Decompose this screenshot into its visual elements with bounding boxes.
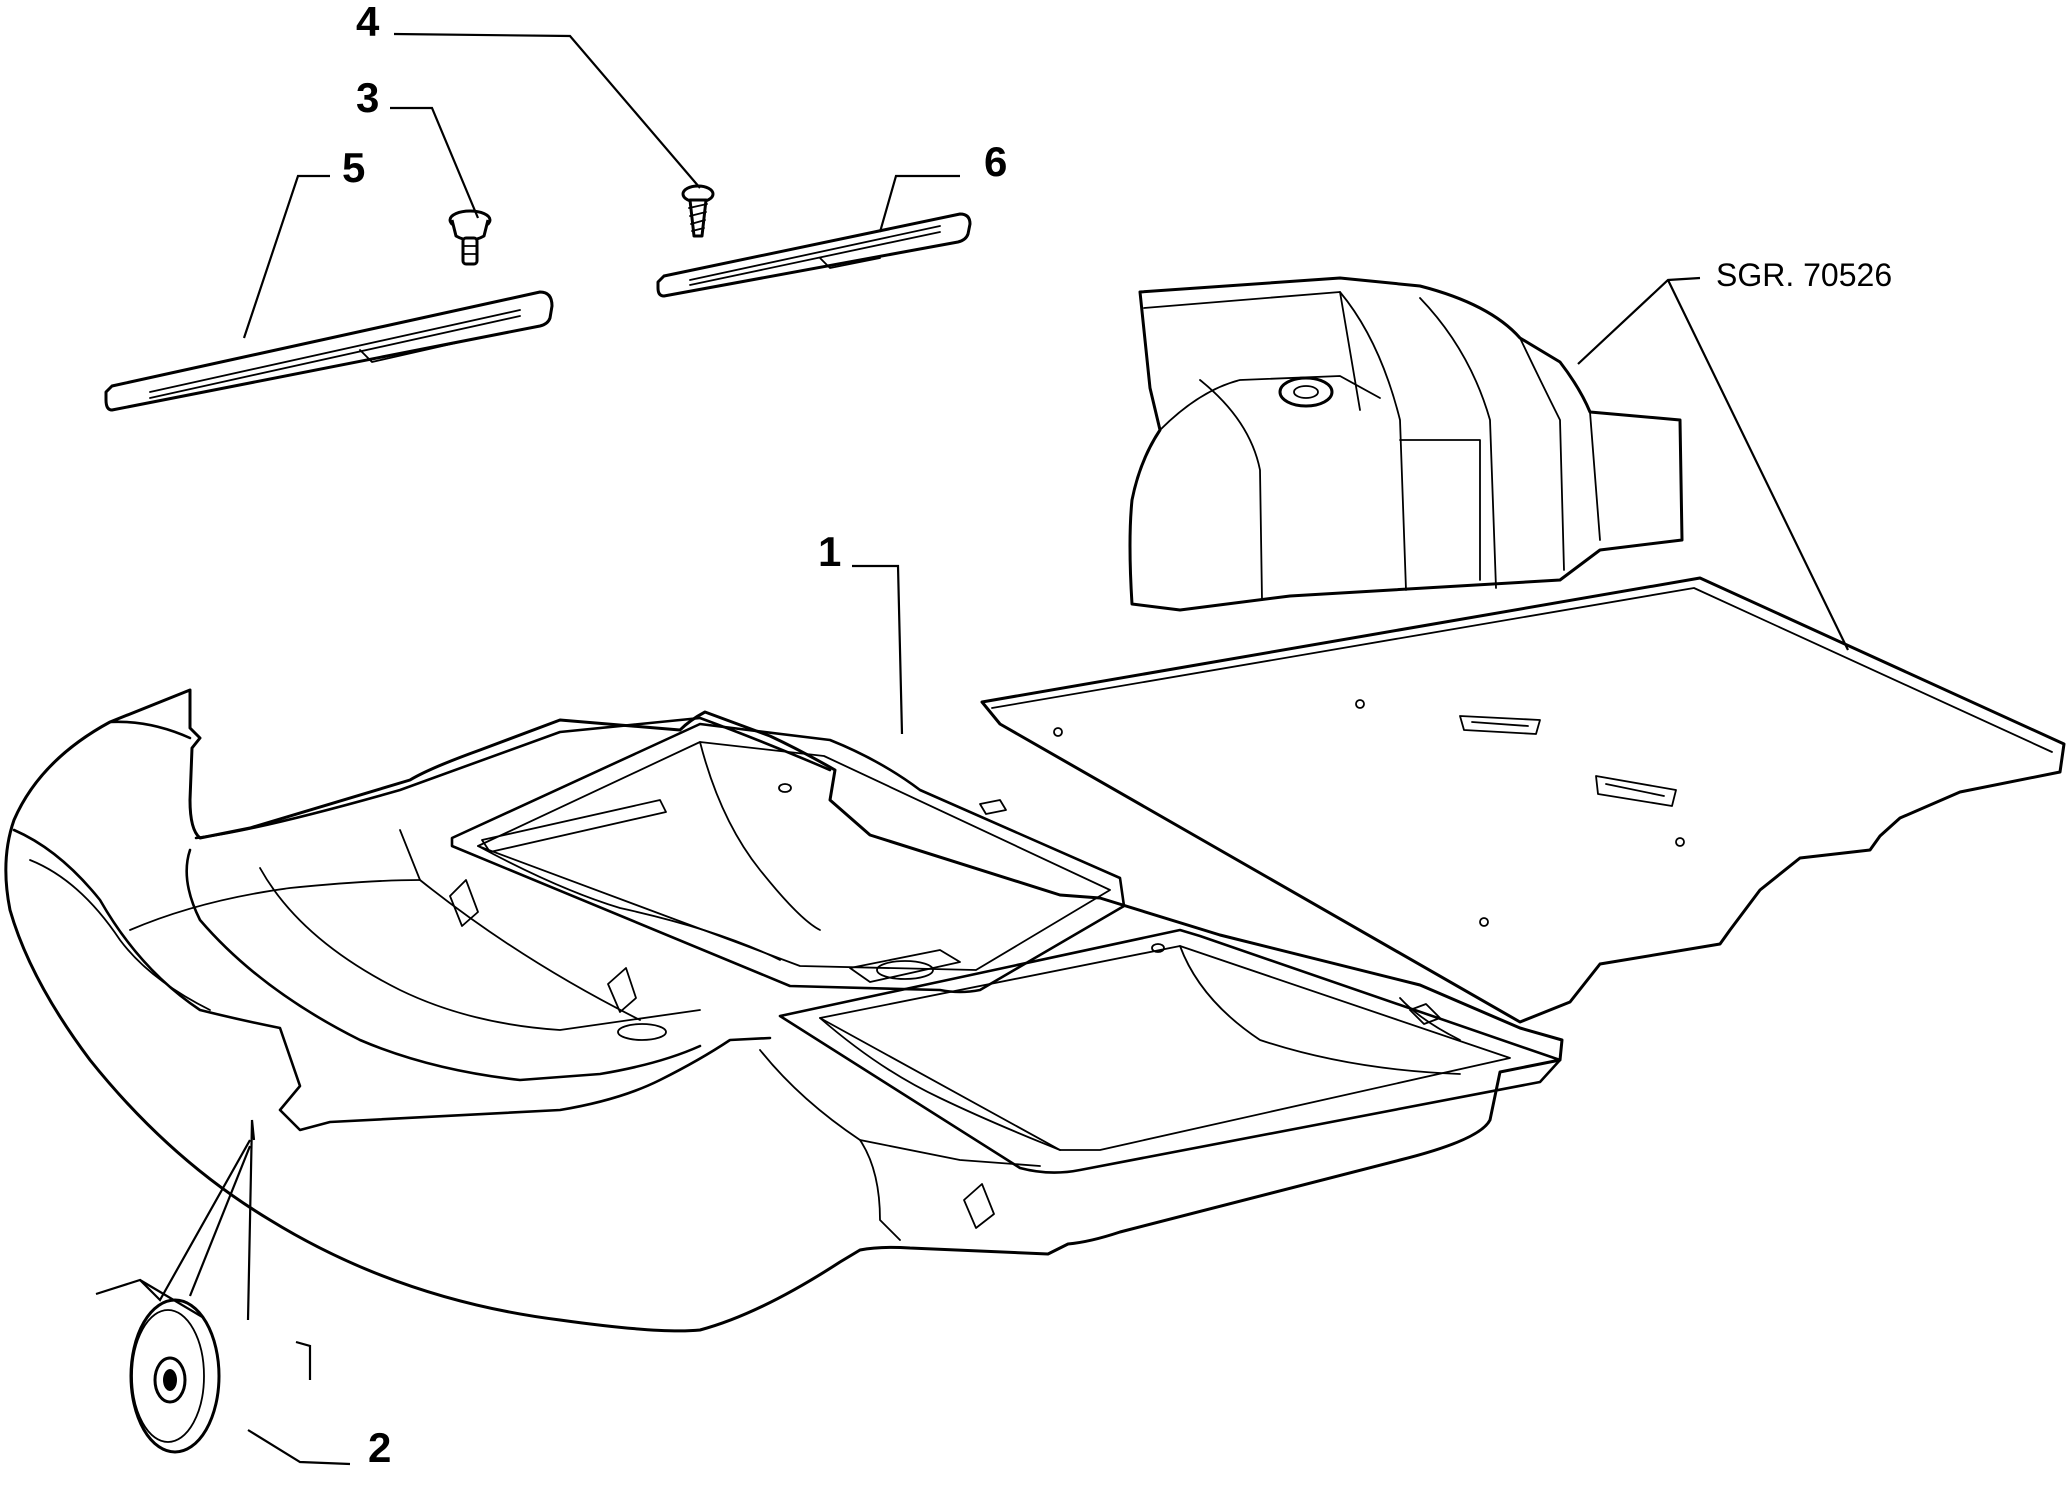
leader-lines [95, 32, 1849, 1466]
callout-4: 4 [356, 0, 380, 45]
callout-5: 5 [342, 144, 365, 191]
reference-label: SGR. 70526 [1716, 257, 1892, 293]
part-4-screw [681, 184, 715, 238]
part-5-trim-strip [104, 290, 554, 412]
part-2-round-cap [129, 1298, 221, 1454]
part-1-boot-liner [4, 688, 1564, 1333]
callout-1: 1 [818, 528, 841, 575]
part-6-trim-strip [656, 212, 972, 298]
callout-3: 3 [356, 74, 379, 121]
ref-assembly-wheelhouse-trim [1128, 276, 1684, 612]
callout-2: 2 [368, 1424, 391, 1471]
callout-6: 6 [984, 138, 1007, 185]
ref-assembly-floor-mat [980, 576, 2066, 1024]
part-3-clip [448, 209, 492, 266]
